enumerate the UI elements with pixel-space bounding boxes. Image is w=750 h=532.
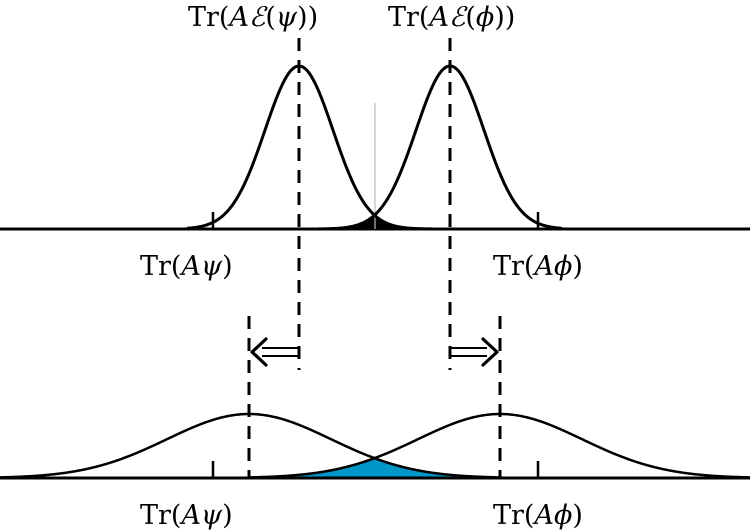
bottom-curve-left <box>0 412 501 479</box>
bottom-overlap-region <box>249 458 500 478</box>
label-tr-a-channel-psi: Tr(Aℰ(ψ)) <box>188 2 318 33</box>
label-tr-a-phi-top: Tr(Aϕ) <box>493 251 583 282</box>
label-tr-a-channel-phi: Tr(Aℰ(ϕ)) <box>388 2 515 33</box>
label-tr-a-psi-top: Tr(Aψ) <box>140 251 233 282</box>
top-curve-left <box>186 64 433 231</box>
label-tr-a-psi-bottom: Tr(Aψ) <box>140 500 233 531</box>
bottom-curve-right <box>248 412 750 479</box>
label-tr-a-phi-bottom: Tr(Aϕ) <box>493 500 583 531</box>
top-curve-right <box>317 64 563 231</box>
left-double-arrow <box>250 337 299 367</box>
right-double-arrow <box>450 337 499 367</box>
